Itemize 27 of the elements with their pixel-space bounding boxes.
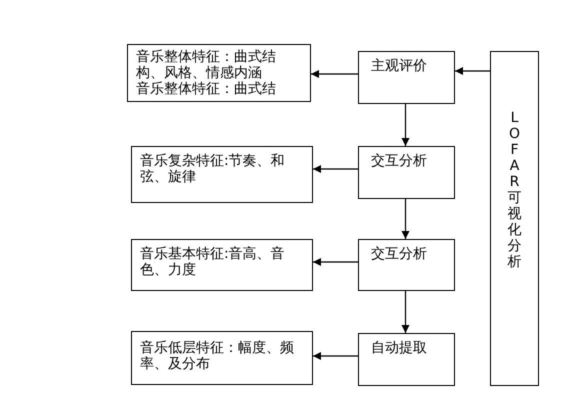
analysis-bar (490, 51, 539, 386)
arrow (313, 258, 358, 266)
process-box (358, 51, 455, 104)
arrow (311, 70, 358, 78)
arrow (313, 165, 358, 173)
box-label: 交互分析 (370, 152, 428, 169)
box-label: 音乐低层特征：幅度、频率、及分布 (139, 340, 295, 372)
box-label: 自动提取 (370, 339, 428, 356)
box-label: 音乐复杂特征:节奏、和弦、旋律 (139, 153, 286, 185)
box-label: LOFAR可视化分析 (507, 110, 522, 270)
process-box (358, 333, 455, 386)
arrow (402, 199, 410, 239)
arrow (455, 67, 490, 75)
arrow (313, 352, 358, 360)
process-box (358, 146, 455, 199)
box-label: 交互分析 (370, 245, 428, 262)
arrow (402, 104, 410, 146)
box-label: 主观评价 (370, 57, 428, 74)
process-box (358, 239, 455, 291)
box-label: 音乐整体特征：曲式结构、风格、情感内涵 (135, 49, 277, 81)
arrow (402, 291, 410, 333)
box-label: 音乐基本特征:音高、音色、力度 (139, 246, 286, 278)
feature-box (131, 331, 313, 385)
feature-box (131, 239, 313, 291)
overflow-label: 音乐整体特征：曲式结 (135, 81, 277, 97)
feature-box (131, 146, 313, 203)
feature-box (127, 44, 311, 102)
